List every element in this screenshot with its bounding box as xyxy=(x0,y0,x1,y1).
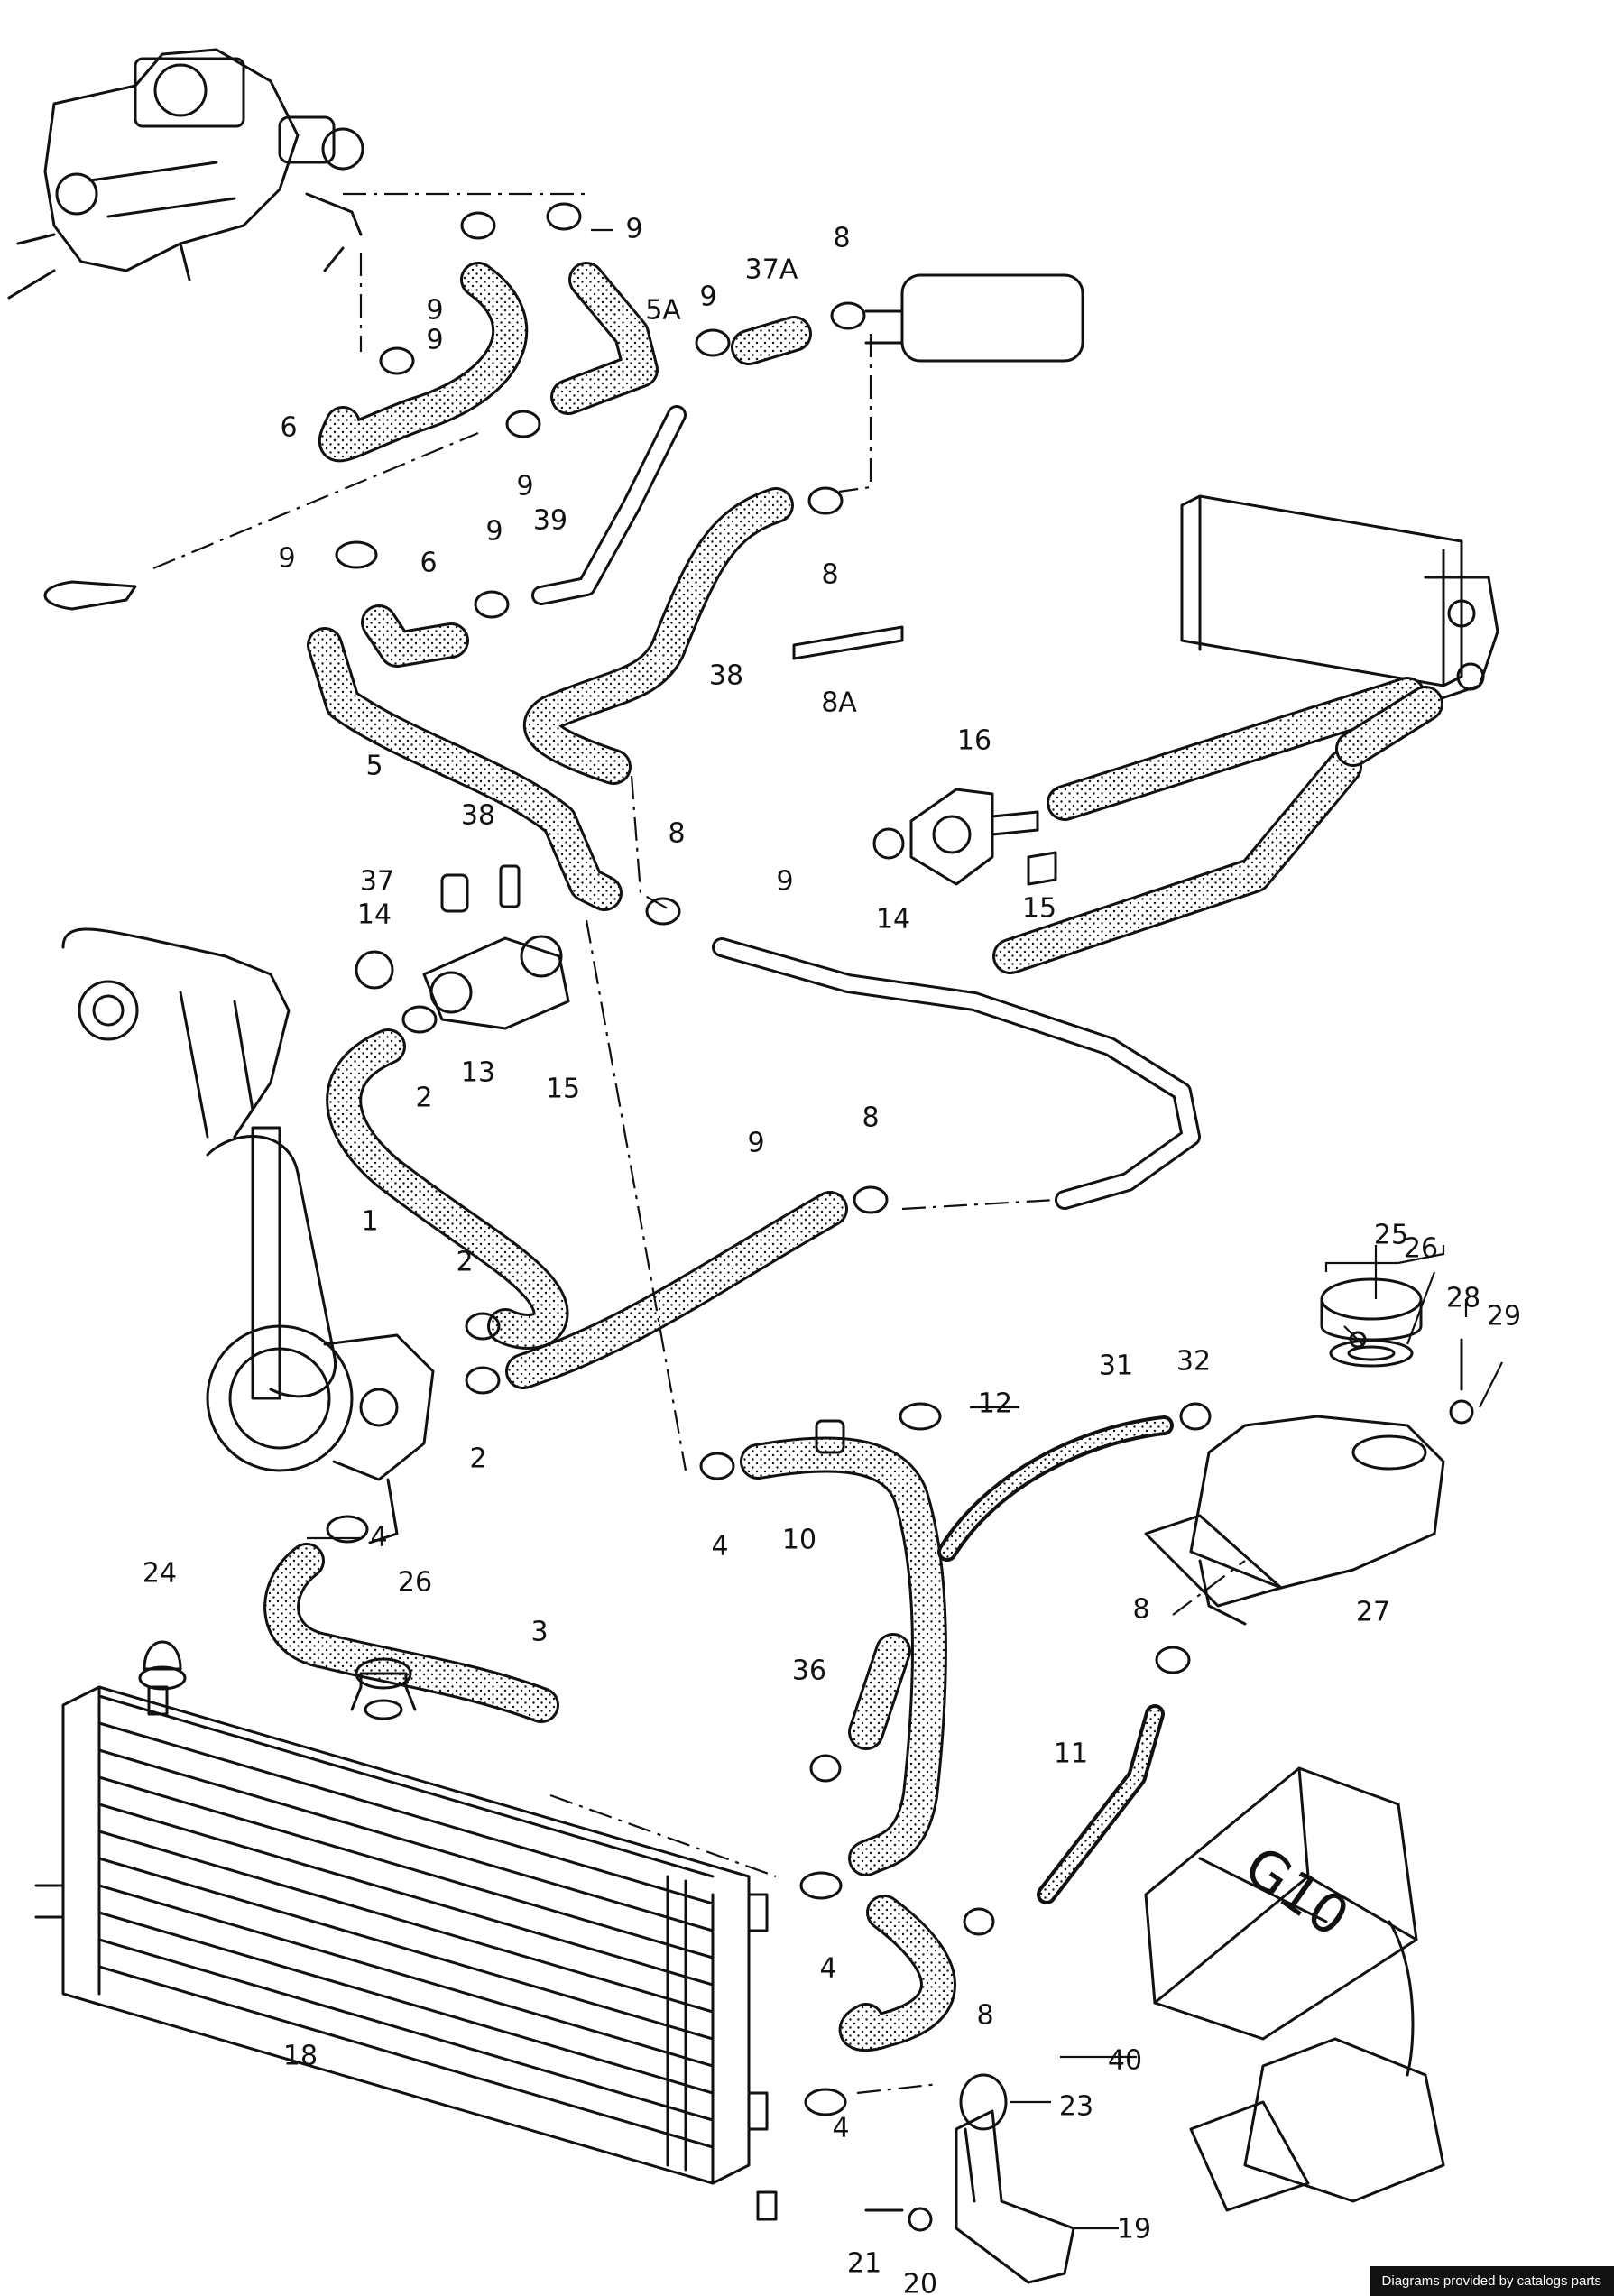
callout-20: 19 xyxy=(1117,2214,1151,2245)
callout-9: 9 xyxy=(699,281,716,313)
hose-clamps xyxy=(326,202,1212,2116)
coolant-hoses xyxy=(263,262,1443,2052)
callout-9: 9 xyxy=(426,325,443,356)
callout-8: 8 xyxy=(668,818,685,850)
callout-5a: 6 xyxy=(420,548,437,579)
filler-cap-illustration xyxy=(1320,1277,1423,1368)
coolant-jerrycan-illustration xyxy=(1144,1766,1445,2212)
misc-small-parts xyxy=(43,580,1474,2232)
callout-8a: 8A xyxy=(821,687,857,719)
engine-block-illustration xyxy=(61,927,337,1400)
callout-2: 2 xyxy=(456,1247,473,1278)
callout-34: 32 xyxy=(1176,1346,1211,1378)
callout-23: 21 xyxy=(847,2248,881,2280)
callout-7: 6 xyxy=(280,412,297,444)
callout-24: 23 xyxy=(1059,2091,1093,2123)
callout-38: 38 xyxy=(709,660,743,692)
callout-35: 36 xyxy=(792,1655,826,1687)
assembly-lines xyxy=(152,192,1246,2095)
callout-37a: 38 xyxy=(461,800,495,832)
callout-2: 2 xyxy=(469,1443,486,1475)
callout-leaders xyxy=(307,228,1503,2230)
jerrycan-marking: G10 xyxy=(1233,1834,1360,1950)
callout-19: 18 xyxy=(283,2041,318,2072)
footer-credit: Diagrams provided by catalogs parts xyxy=(1369,2266,1614,2296)
callout-37: 37A xyxy=(745,254,798,286)
callout-16: 14 xyxy=(876,904,910,936)
callout-15: 13 xyxy=(461,1057,495,1089)
callout-39: 39 xyxy=(533,505,567,537)
expansion-tank-illustration xyxy=(1144,1415,1445,1626)
callout-5: 5 xyxy=(365,751,383,782)
callout-17: 15 xyxy=(1022,893,1056,925)
callout-8: 8 xyxy=(833,223,850,254)
callout-29: 26 xyxy=(398,1567,432,1599)
callout-27: 26 xyxy=(1404,1233,1438,1265)
thermostat-housing-illustration xyxy=(355,864,570,1030)
coolant-pipes xyxy=(531,405,1201,1210)
callout-33: 31 xyxy=(1099,1351,1133,1382)
callout-17: 15 xyxy=(546,1074,580,1105)
callout-26: 25 xyxy=(1374,1220,1408,1251)
heater-valve-illustration xyxy=(872,788,1057,886)
callout-2: 2 xyxy=(415,1083,432,1114)
callout-4: 4 xyxy=(370,1522,387,1554)
heater-core-illustration xyxy=(864,273,1499,705)
callout-8: 8 xyxy=(976,2000,993,2032)
callout-40: 40 xyxy=(1108,2045,1142,2077)
callout-25: 24 xyxy=(143,1558,177,1590)
callout-21: 20 xyxy=(903,2269,937,2296)
callout-1: 1 xyxy=(361,1206,378,1238)
callout-8: 8 xyxy=(1132,1594,1149,1626)
callout-28: 27 xyxy=(1356,1597,1390,1628)
callout-4: 4 xyxy=(711,1531,728,1563)
callout-3: 3 xyxy=(530,1617,548,1648)
callout-36: 37 xyxy=(360,866,394,898)
callout-18: 16 xyxy=(957,725,991,757)
callout-16: 14 xyxy=(357,899,392,931)
callout-10: 9 xyxy=(747,1128,764,1159)
callout-32: 29 xyxy=(1487,1301,1521,1332)
callout-14: 12 xyxy=(978,1388,1012,1420)
callout-4: 4 xyxy=(832,2113,849,2144)
water-pump-illustration xyxy=(206,1324,435,1544)
carburetor-illustration xyxy=(7,48,364,300)
callout-9: 9 xyxy=(426,295,443,327)
callout-13: 11 xyxy=(1054,1738,1088,1770)
callout-12: 10 xyxy=(782,1525,816,1556)
mounting-bracket-illustration xyxy=(955,2109,1075,2284)
callout-9: 9 xyxy=(625,214,642,245)
callout-11: 9 xyxy=(776,866,793,898)
callout-8: 8 xyxy=(821,559,838,591)
radiator-illustration xyxy=(34,1685,778,2221)
callout-8: 8 xyxy=(862,1102,879,1134)
callout-6: 5A xyxy=(645,295,681,327)
callout-9: 9 xyxy=(278,543,295,575)
callout-9: 9 xyxy=(516,471,533,503)
callout-9: 9 xyxy=(485,516,503,548)
callout-labels: 9 9 9 9 9 9 9 5A 6 37A 8 8 8 8 8 8 39 6 … xyxy=(143,214,1521,2296)
callout-4: 4 xyxy=(819,1953,836,1985)
callout-31: 28 xyxy=(1446,1283,1480,1314)
